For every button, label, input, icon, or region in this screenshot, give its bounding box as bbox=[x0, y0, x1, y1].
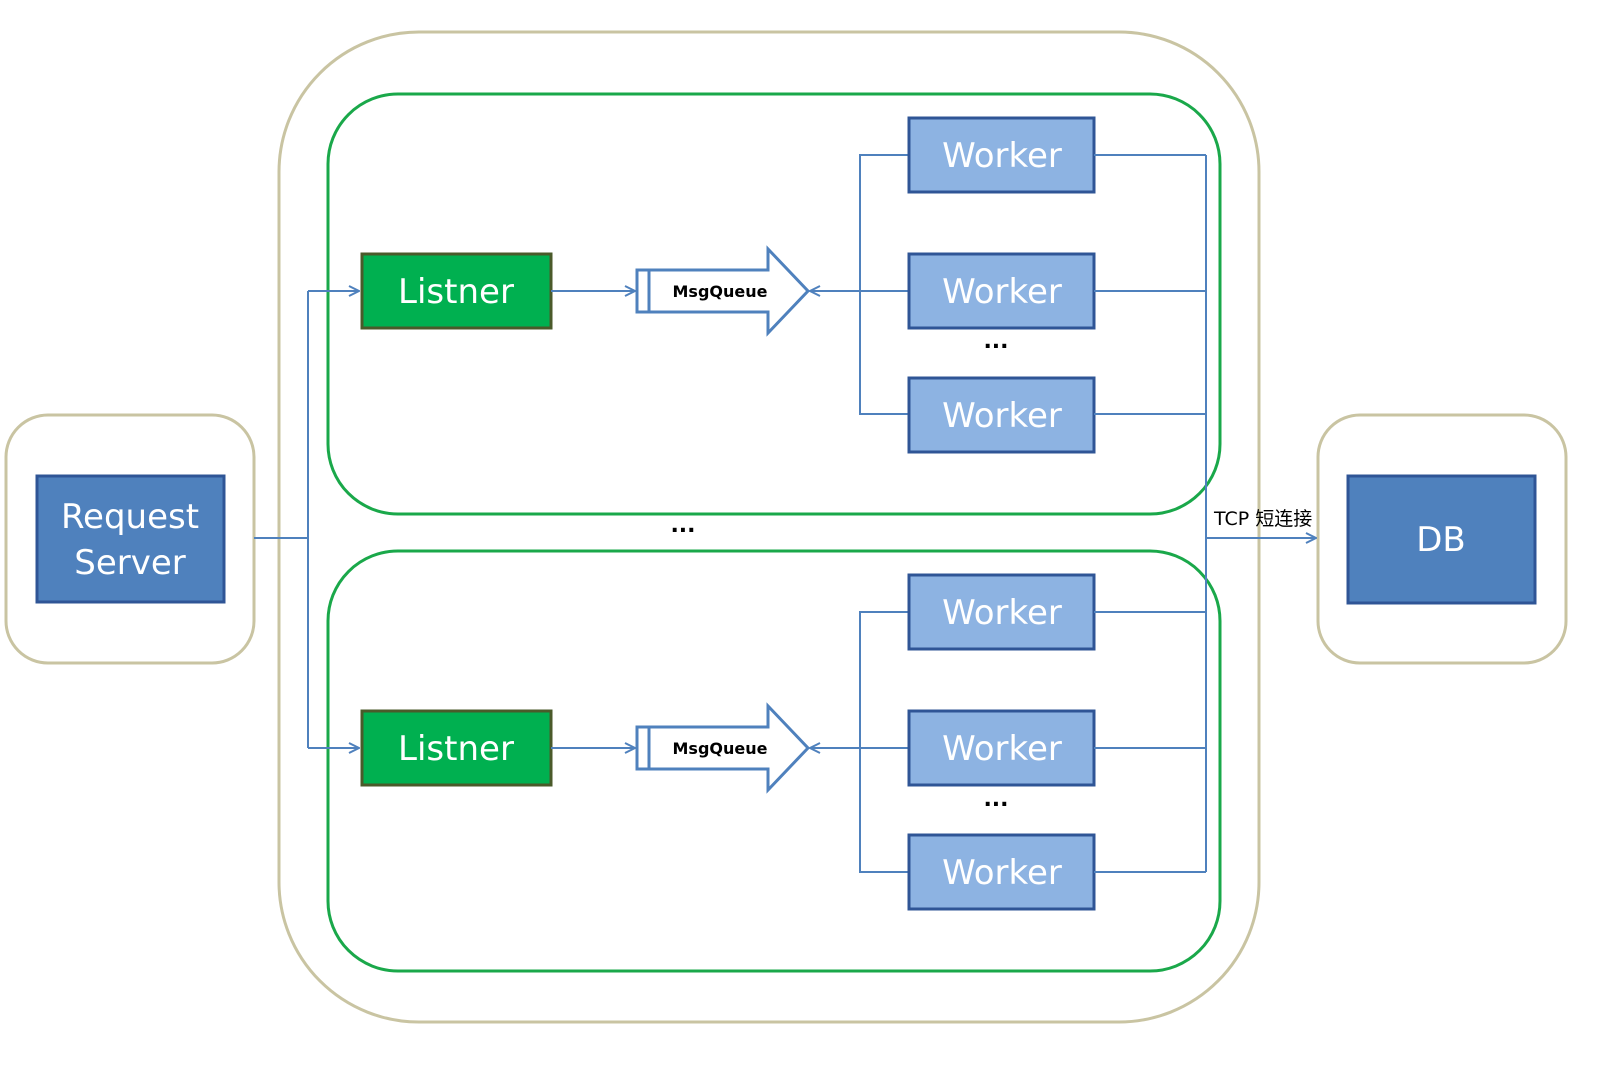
worker-box-1-1 bbox=[907, 116, 1096, 194]
request-server-box bbox=[35, 474, 226, 604]
listener-box-1 bbox=[360, 252, 553, 330]
worker-box-1-2 bbox=[907, 252, 1096, 330]
group-2: Listner MsgQueue Worker Worker ... Worke… bbox=[360, 573, 1096, 911]
msg-queue-label-2: MsgQueue bbox=[673, 739, 768, 758]
request-dispatch-connector bbox=[254, 291, 359, 748]
request-server-label-line2: Server bbox=[74, 543, 186, 583]
tcp-connection-label: TCP 短连接 bbox=[1213, 508, 1312, 530]
listener-box-2 bbox=[360, 709, 553, 787]
msg-queue-shape-2 bbox=[635, 702, 811, 794]
msg-queue-end-bar-1 bbox=[635, 268, 651, 314]
worker-box-2-1 bbox=[907, 573, 1096, 651]
msg-queue-end-bar-2 bbox=[635, 725, 651, 771]
worker-label-1-3: Worker bbox=[942, 396, 1062, 436]
worker-label-2-2: Worker bbox=[942, 729, 1062, 769]
msg-queue-label-1: MsgQueue bbox=[673, 282, 768, 301]
msg-queue-shape-1 bbox=[635, 245, 811, 337]
workers-ellipsis-2: ... bbox=[983, 787, 1008, 812]
groups-ellipsis: ... bbox=[670, 513, 695, 538]
db-label: DB bbox=[1416, 520, 1466, 560]
workers-ellipsis-1: ... bbox=[983, 329, 1008, 354]
worker-label-1-1: Worker bbox=[942, 136, 1062, 176]
worker-to-queue-connector-2 bbox=[810, 611, 909, 873]
db-box bbox=[1346, 474, 1537, 605]
worker-box-2-2 bbox=[907, 709, 1096, 787]
group-1: Listner MsgQueue Worker Worker ... Worke… bbox=[360, 116, 1096, 454]
listener-label-1: Listner bbox=[398, 272, 514, 312]
worker-label-2-3: Worker bbox=[942, 853, 1062, 893]
worker-label-2-1: Worker bbox=[942, 593, 1062, 633]
worker-box-1-3 bbox=[907, 376, 1096, 454]
listener-label-2: Listner bbox=[398, 729, 514, 769]
workers-to-db-connector bbox=[1094, 154, 1316, 873]
request-server-label-line1: Request bbox=[61, 497, 199, 537]
worker-box-2-3 bbox=[907, 833, 1096, 911]
worker-label-1-2: Worker bbox=[942, 272, 1062, 312]
worker-to-queue-connector-1 bbox=[810, 154, 909, 415]
